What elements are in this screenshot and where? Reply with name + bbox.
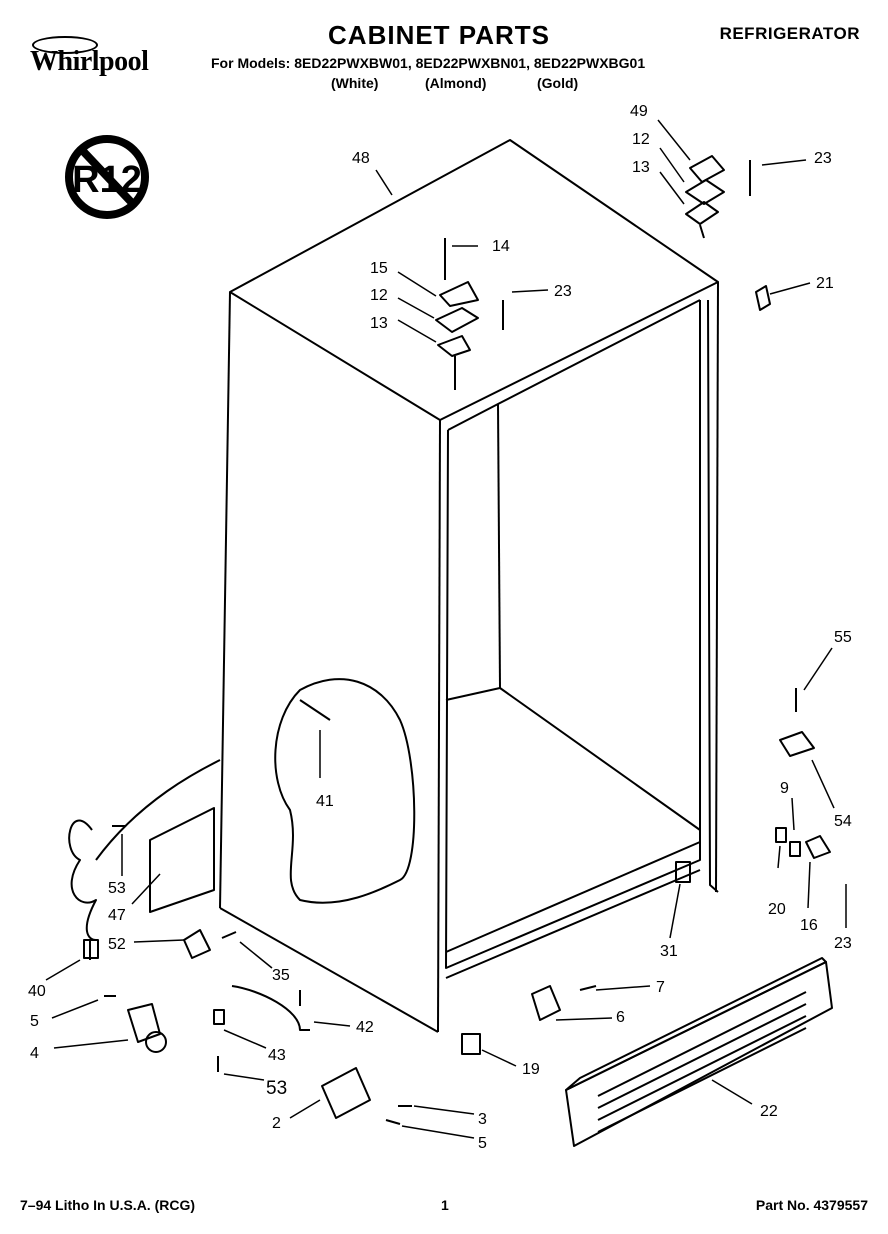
callout-21: 21 <box>816 275 834 292</box>
badge-text: R12 <box>72 159 142 201</box>
left-side-parts <box>68 759 412 1125</box>
models-line: For Models: 8ED22PWXBW01, 8ED22PWXBN01, … <box>211 55 646 71</box>
callout-47: 47 <box>108 907 126 924</box>
callout-15: 15 <box>370 260 388 277</box>
callout-13: 13 <box>632 159 650 176</box>
callout-53b: 53 <box>266 1078 287 1099</box>
brand-logo: Whirlpool <box>22 30 182 110</box>
color-almond: (Almond) <box>425 75 487 91</box>
callout-3: 3 <box>478 1111 487 1128</box>
page-number: 1 <box>441 1197 449 1213</box>
page-title: CABINET PARTS <box>328 20 550 50</box>
callout-22: 22 <box>760 1103 778 1120</box>
callout-13b: 13 <box>370 315 388 332</box>
base-grille <box>565 957 833 1147</box>
callout-23: 23 <box>814 150 832 167</box>
callout-35: 35 <box>272 967 290 984</box>
product-type: REFRIGERATOR <box>719 24 860 43</box>
callout-9: 9 <box>780 780 789 797</box>
callout-7: 7 <box>656 979 665 996</box>
callout-49: 49 <box>630 103 648 120</box>
right-hinge-parts <box>461 688 831 1055</box>
logo-swirl-icon <box>32 36 98 54</box>
top-hinge-assembly <box>435 155 771 390</box>
callout-12b: 12 <box>370 287 388 304</box>
callout-20: 20 <box>768 901 786 918</box>
callout-14: 14 <box>492 238 510 255</box>
callout-6: 6 <box>616 1009 625 1026</box>
litho-note: 7–94 Litho In U.S.A. (RCG) <box>20 1197 196 1213</box>
callout-12: 12 <box>632 131 650 148</box>
callout-2: 2 <box>272 1115 281 1132</box>
callout-53: 53 <box>108 880 126 897</box>
leader-lines <box>45 119 847 1139</box>
color-white: (White) <box>331 75 379 91</box>
callout-labels: 48 49 12 13 23 14 15 12 23 13 21 55 9 54… <box>28 103 852 1152</box>
callout-5: 5 <box>30 1013 39 1030</box>
callout-52: 52 <box>108 936 126 953</box>
color-gold: (Gold) <box>537 75 579 91</box>
part-number: Part No. 4379557 <box>755 1197 868 1213</box>
callout-41: 41 <box>316 793 334 810</box>
callout-55: 55 <box>834 629 852 646</box>
callout-31: 31 <box>660 943 678 960</box>
cabinet-body <box>219 139 719 1033</box>
callout-4: 4 <box>30 1045 39 1062</box>
brand-name: Whirlpool <box>30 46 149 77</box>
callout-23c: 23 <box>834 935 852 952</box>
callout-5b: 5 <box>478 1135 487 1152</box>
callout-48: 48 <box>352 150 370 167</box>
callout-42: 42 <box>356 1019 374 1036</box>
no-r12-badge-icon: R12 <box>65 135 149 219</box>
callout-54: 54 <box>834 813 852 830</box>
callout-43: 43 <box>268 1047 286 1064</box>
callout-23b: 23 <box>554 283 572 300</box>
callout-16: 16 <box>800 917 818 934</box>
callout-40: 40 <box>28 983 46 1000</box>
callout-19: 19 <box>522 1061 540 1078</box>
